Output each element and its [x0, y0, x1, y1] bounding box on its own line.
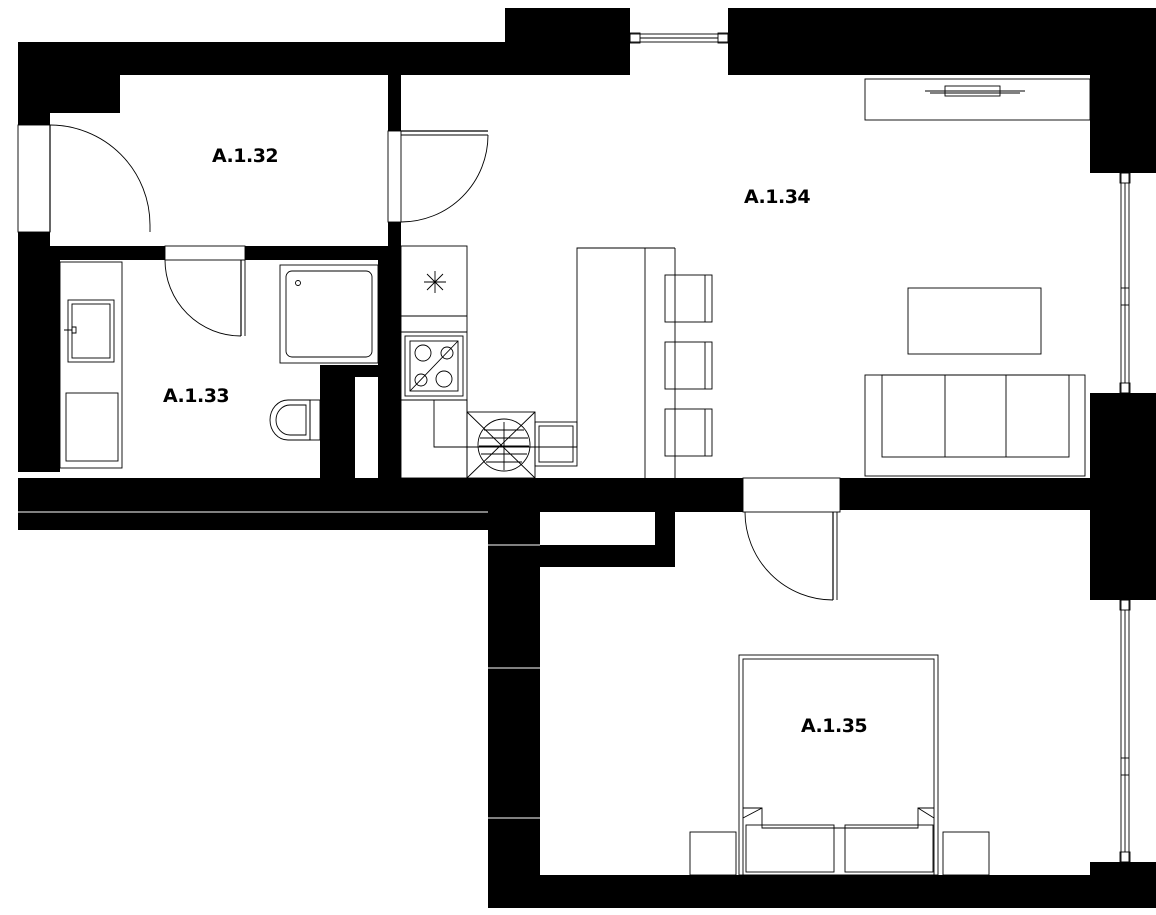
door-a34-a35[interactable]: [742, 477, 841, 601]
wall-middle-under: [18, 512, 488, 530]
entrance-door[interactable]: [49, 124, 151, 232]
room-labels: A.1.32 A.1.33 A.1.34 A.1.35: [163, 145, 868, 737]
bar-stools: [664, 274, 713, 457]
tap-icon: [64, 326, 77, 334]
wall-partition-kitchen: [378, 260, 401, 478]
bed: [738, 654, 939, 876]
nightstand-left: [689, 831, 737, 876]
wall-partition-a32-bottom: [388, 222, 401, 246]
wall-partition-a33-left: [18, 246, 165, 260]
coffee-table: [907, 287, 1042, 355]
toilet-icon: [269, 399, 321, 441]
wall-right-lower: [1090, 510, 1156, 600]
wall-shaft-top: [320, 365, 378, 377]
wall-top-right: [728, 8, 1156, 75]
room-label-a133: A.1.33: [163, 385, 229, 407]
bedroom-furniture: [689, 654, 990, 876]
bathroom-fixtures: [59, 261, 379, 469]
room-label-a132: A.1.32: [212, 145, 278, 167]
wall-partition-a33-right: [245, 246, 401, 260]
wall-joints: [18, 511, 540, 819]
living-furniture: [864, 78, 1091, 477]
bath-counter: [59, 261, 123, 469]
wall-top-left: [18, 42, 630, 75]
fridge-icon: [424, 271, 446, 293]
wall-right-bottom: [1090, 862, 1156, 877]
windows: [17, 32, 1131, 863]
shower-drain-icon: [295, 280, 301, 286]
walls: [18, 8, 1156, 908]
wall-bedroom-left: [488, 512, 540, 892]
wall-left-jamb-top: [18, 113, 50, 125]
wall-shaft: [320, 377, 355, 478]
wall-niche-right: [655, 512, 675, 552]
door-a32-a34[interactable]: [387, 130, 489, 223]
dishwasher: [534, 421, 578, 467]
tv-icon: [925, 85, 1025, 97]
wall-partition-a32-top: [388, 75, 401, 131]
sink-icon: [477, 418, 531, 472]
wall-left-corner: [18, 75, 120, 113]
washbasin: [67, 299, 115, 363]
wall-right-top: [1090, 75, 1156, 173]
wall-right-mid: [1090, 393, 1156, 478]
washing-machine: [65, 392, 119, 462]
wall-niche-bottom: [540, 545, 675, 567]
wall-top-left-raised: [505, 8, 630, 42]
wall-bottom: [488, 875, 1156, 908]
entrance-frame: [17, 124, 51, 233]
sofa: [864, 374, 1086, 477]
kitchen: [400, 245, 713, 479]
wall-middle-right: [840, 478, 1156, 510]
doors: [49, 124, 841, 601]
wall-left-bath: [18, 260, 60, 472]
door-a32-a33[interactable]: [164, 245, 246, 337]
hob-icon: [404, 335, 464, 397]
kitchen-counter: [400, 245, 468, 479]
nightstand-right: [942, 831, 990, 876]
room-label-a135: A.1.35: [801, 715, 867, 737]
room-label-a134: A.1.34: [744, 186, 810, 208]
wall-middle-left: [18, 478, 743, 512]
shower-tray: [279, 264, 379, 364]
tv-sideboard: [864, 78, 1091, 121]
